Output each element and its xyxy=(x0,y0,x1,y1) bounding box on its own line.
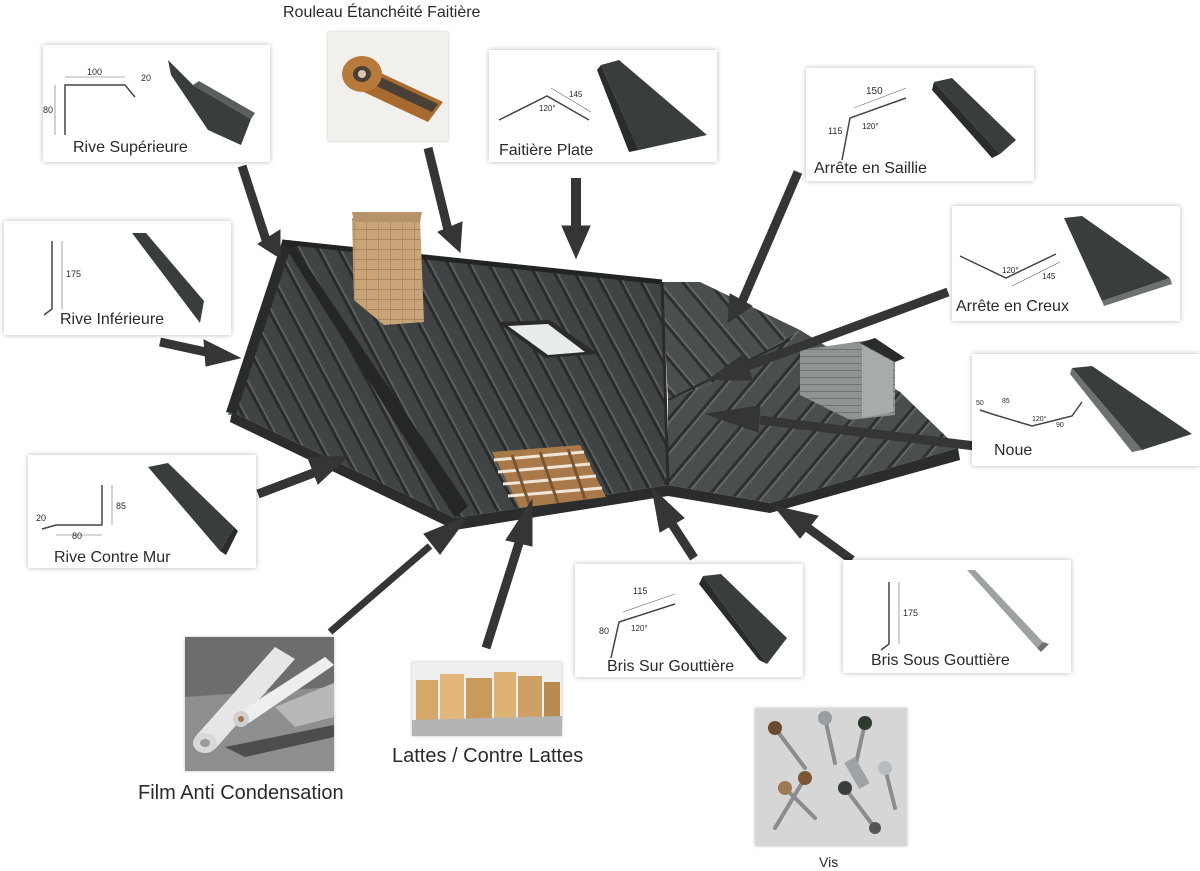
arrow-faitiere xyxy=(561,178,591,260)
roof-rake-edge xyxy=(282,240,468,518)
rive-inferieure-drawing xyxy=(43,233,204,323)
dim-80: 80 xyxy=(599,626,610,636)
photo-lattes xyxy=(412,662,562,736)
arrow-arrete-saillie xyxy=(727,170,803,323)
photo-film xyxy=(185,637,334,771)
dim-145: 145 xyxy=(569,90,583,99)
dim-80: 80 xyxy=(72,531,83,541)
arrow-bris-sur xyxy=(651,486,698,561)
dim-80: 80 xyxy=(43,105,54,115)
dim-85: 85 xyxy=(116,501,127,511)
chimney xyxy=(352,218,424,325)
dim-175: 175 xyxy=(66,269,82,279)
dim-50: 50 xyxy=(976,400,984,407)
card-arrete-saillie: 150 115 120° Arrête en Saillie xyxy=(806,68,1034,181)
arrete-creux-drawing xyxy=(959,216,1172,306)
arrow-film xyxy=(327,514,470,635)
label-faitiere-plate: Faitière Plate xyxy=(499,142,594,159)
dim-120-degree: 120° xyxy=(631,624,648,633)
dim-100: 100 xyxy=(87,67,103,77)
arrete-saillie-drawing xyxy=(841,78,1016,161)
card-rive-inferieure: 175 Rive Inférieure xyxy=(4,221,231,335)
dim-90: 90 xyxy=(1056,422,1064,429)
dim-120-degree: 120° xyxy=(1032,416,1047,423)
label-lattes: Lattes / Contre Lattes xyxy=(392,745,584,767)
dim-175: 175 xyxy=(903,608,919,618)
noue-drawing xyxy=(979,366,1192,452)
dim-150: 150 xyxy=(866,86,883,97)
arrow-rouleau xyxy=(423,146,463,254)
dim-120-degree: 120° xyxy=(1002,266,1019,275)
hip-roof-plane xyxy=(662,282,800,400)
dim-120-degree: 120° xyxy=(862,122,879,131)
label-arrete-saillie: Arrête en Saillie xyxy=(814,160,927,177)
arrow-bris-sous xyxy=(772,505,855,564)
dim-20: 20 xyxy=(36,513,47,523)
arrows xyxy=(159,146,976,650)
label-vis: Vis xyxy=(819,854,839,870)
bris-sur-gouttiere-drawing xyxy=(610,574,787,664)
dim-85: 85 xyxy=(1002,398,1010,405)
label-rouleau: Rouleau Étanchéité Faitière xyxy=(283,4,481,21)
arrow-lattes xyxy=(481,498,533,650)
label-rive-superieure: Rive Supérieure xyxy=(73,139,188,156)
label-bris-sur-gouttiere: Bris Sur Gouttière xyxy=(607,658,735,675)
photo-vis xyxy=(755,708,907,846)
card-bris-sur-gouttiere: 115 80 120° Bris Sur Gouttière xyxy=(575,564,803,677)
card-rive-superieure: 100 20 80 Rive Supérieure xyxy=(43,45,270,162)
dim-20: 20 xyxy=(141,73,152,83)
arrow-rive-superieure xyxy=(237,164,281,259)
faitiere-plate-drawing xyxy=(498,60,707,152)
dim-120-degree: 120° xyxy=(539,104,556,113)
arrow-rive-contre-mur xyxy=(256,455,350,499)
dim-145: 145 xyxy=(1042,272,1056,281)
arrow-arrete-creux xyxy=(706,287,950,381)
card-arrete-creux: 120° 145 Arrête en Creux xyxy=(952,206,1180,321)
label-rive-inferieure: Rive Inférieure xyxy=(60,311,165,328)
card-faitiere-plate: 145 120° Faitière Plate xyxy=(489,50,717,162)
dim-115: 115 xyxy=(633,586,648,596)
label-arrete-creux: Arrête en Creux xyxy=(956,298,1069,315)
battens-detail xyxy=(492,445,606,508)
label-noue: Noue xyxy=(994,442,1033,459)
label-bris-sous-gouttiere: Bris Sous Gouttière xyxy=(871,652,1010,669)
rive-superieure-drawing xyxy=(54,60,255,145)
bris-sous-gouttiere-drawing xyxy=(880,570,1049,652)
rive-contre-mur-drawing xyxy=(41,463,238,555)
label-rive-contre-mur: Rive Contre Mur xyxy=(54,549,171,566)
arrow-rive-inferieure xyxy=(159,337,242,367)
card-noue: 50 85 120° 90 Noue xyxy=(972,354,1200,466)
arrow-noue xyxy=(705,405,976,451)
photo-rouleau xyxy=(328,32,448,141)
label-film: Film Anti Condensation xyxy=(138,782,344,804)
dim-115: 115 xyxy=(828,126,843,136)
card-rive-contre-mur: 20 80 85 Rive Contre Mur xyxy=(28,455,256,568)
card-bris-sous-gouttiere: 175 Bris Sous Gouttière xyxy=(843,560,1071,673)
